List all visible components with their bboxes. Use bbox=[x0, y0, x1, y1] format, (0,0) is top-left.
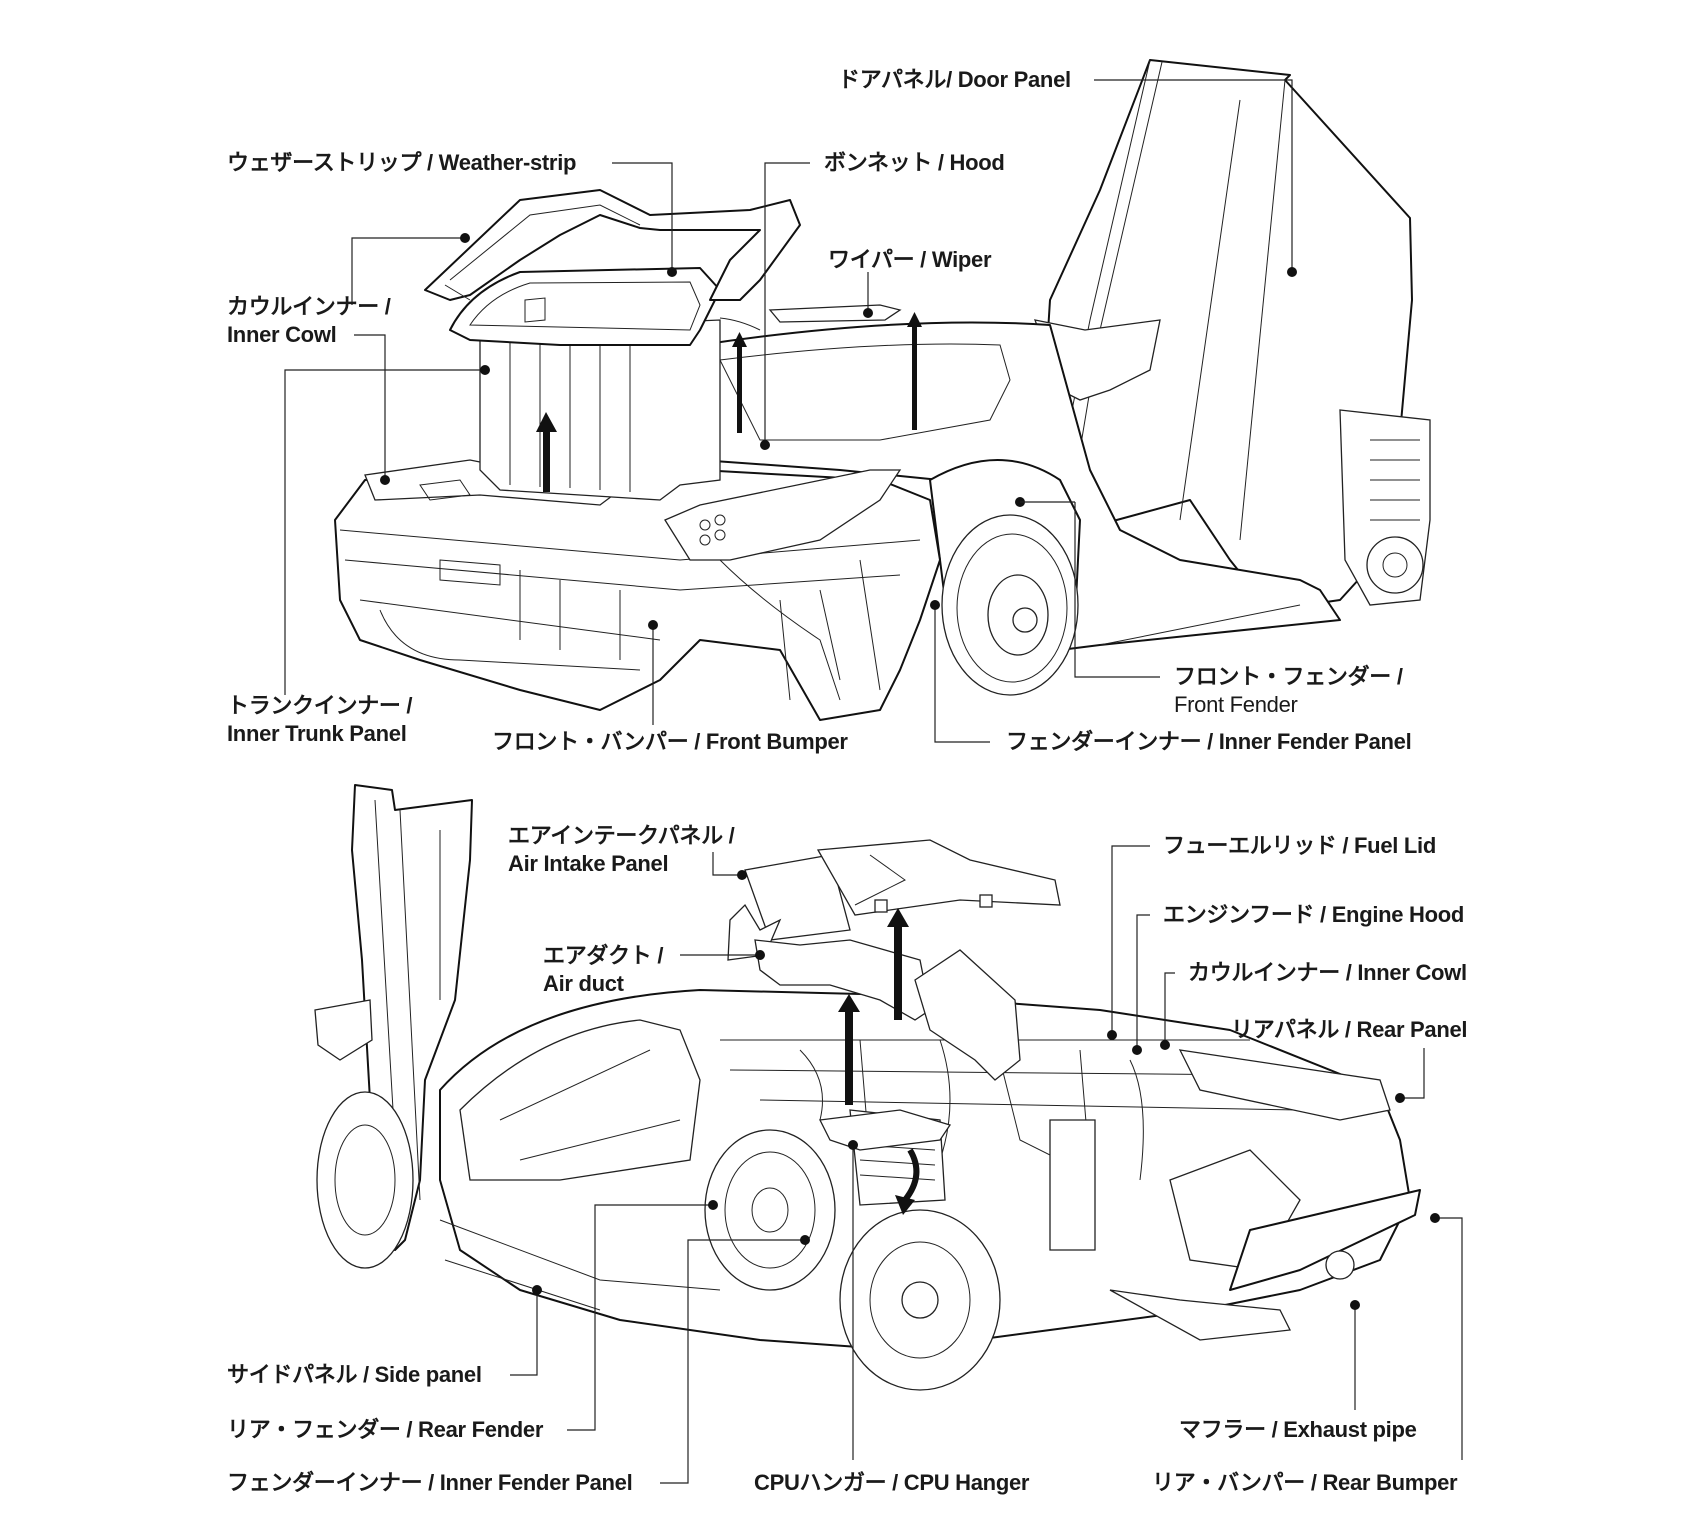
label-sep: / bbox=[1339, 960, 1358, 985]
label-cpu-hanger: CPUハンガー / CPU Hanger bbox=[754, 1469, 1029, 1497]
label-sep: / bbox=[357, 1362, 375, 1387]
label-inner-fender-panel-upper: フェンダーインナー / Inner Fender Panel bbox=[1006, 728, 1412, 756]
label-en: Engine Hood bbox=[1331, 902, 1465, 927]
label-sep: / bbox=[1314, 902, 1332, 927]
label-ja: フロント・フェンダー bbox=[1174, 664, 1392, 689]
label-rear-bumper: リア・バンパー / Rear Bumper bbox=[1152, 1469, 1458, 1497]
label-ja: フェンダーインナー bbox=[1006, 729, 1202, 754]
label-sep: / bbox=[400, 1417, 419, 1442]
label-sep: / bbox=[421, 150, 439, 175]
label-en: Rear Bumper bbox=[1322, 1470, 1458, 1495]
leader-lines bbox=[284, 79, 1463, 1484]
label-ja: カウルインナー bbox=[227, 294, 379, 319]
label-ja: エアダクト bbox=[543, 943, 652, 968]
label-exhaust-pipe: マフラー / Exhaust pipe bbox=[1179, 1416, 1417, 1444]
label-en: Weather-strip bbox=[438, 150, 577, 175]
label-rear-fender: リア・フェンダー / Rear Fender bbox=[227, 1416, 543, 1444]
label-en: Front Fender bbox=[1174, 692, 1298, 717]
label-ja: ウェザーストリップ bbox=[227, 150, 422, 175]
label-ja: カウルインナー bbox=[1188, 960, 1340, 985]
label-en: Front Bumper bbox=[705, 729, 848, 754]
label-ja: リアパネル bbox=[1231, 1017, 1340, 1042]
label-en: Rear Fender bbox=[418, 1417, 544, 1442]
label-inner-trunk-panel: トランクインナー / Inner Trunk Panel bbox=[227, 692, 413, 748]
label-ja: フューエルリッド bbox=[1163, 833, 1337, 858]
label-en: Inner Fender Panel bbox=[439, 1470, 633, 1495]
label-ja: リア・フェンダー bbox=[227, 1417, 401, 1442]
label-en: Inner Fender Panel bbox=[1218, 729, 1412, 754]
label-sep: / bbox=[688, 729, 706, 754]
label-weather-strip: ウェザーストリップ / Weather-strip bbox=[227, 149, 576, 177]
label-ja: ドアパネル bbox=[838, 67, 947, 92]
label-hood: ボンネット / Hood bbox=[824, 149, 1005, 177]
lower-car-illustration bbox=[314, 784, 1421, 1391]
label-en: Rear Panel bbox=[1356, 1017, 1468, 1042]
label-en: Exhaust pipe bbox=[1283, 1417, 1417, 1442]
label-inner-cowl-lower: カウルインナー / Inner Cowl bbox=[1188, 959, 1467, 987]
label-en: Fuel Lid bbox=[1354, 833, 1436, 858]
removal-arrows-lower bbox=[838, 908, 920, 1215]
label-front-fender: フロント・フェンダー / Front Fender bbox=[1174, 663, 1403, 719]
label-sep: / bbox=[651, 943, 664, 968]
label-ja: マフラー bbox=[1179, 1417, 1266, 1442]
label-ja: リア・バンパー bbox=[1152, 1470, 1306, 1495]
label-door-panel: ドアパネル/ Door Panel bbox=[838, 66, 1071, 94]
label-en: Inner Cowl bbox=[227, 322, 337, 347]
label-sep: / bbox=[422, 1470, 440, 1495]
label-en: Inner Trunk Panel bbox=[227, 721, 407, 746]
label-air-intake-panel: エアインテークパネル / Air Intake Panel bbox=[508, 822, 735, 878]
label-en: Air duct bbox=[543, 971, 624, 996]
label-ja: フェンダーインナー bbox=[227, 1470, 423, 1495]
label-sep: / bbox=[932, 150, 950, 175]
label-sep: / bbox=[400, 693, 413, 718]
label-sep: / bbox=[1391, 664, 1403, 689]
label-en: Side panel bbox=[374, 1362, 482, 1387]
label-fuel-lid: フューエルリッド / Fuel Lid bbox=[1163, 832, 1436, 860]
label-ja: エンジンフード bbox=[1163, 902, 1315, 927]
label-ja: サイドパネル bbox=[227, 1362, 358, 1387]
label-inner-fender-panel-lower: フェンダーインナー / Inner Fender Panel bbox=[227, 1469, 633, 1497]
label-sep: / bbox=[1305, 1470, 1323, 1495]
label-sep: / bbox=[1265, 1417, 1284, 1442]
label-engine-hood: エンジンフード / Engine Hood bbox=[1163, 901, 1464, 929]
label-sep: / bbox=[946, 67, 958, 92]
label-sep: / bbox=[886, 1470, 904, 1495]
label-en: Hood bbox=[949, 150, 1005, 175]
label-front-bumper: フロント・バンパー / Front Bumper bbox=[492, 728, 848, 756]
label-inner-cowl-upper: カウルインナー / Inner Cowl bbox=[227, 293, 391, 349]
label-en: Inner Cowl bbox=[1357, 960, 1467, 985]
label-rear-panel: リアパネル / Rear Panel bbox=[1231, 1016, 1468, 1044]
label-wiper: ワイパー / Wiper bbox=[828, 246, 992, 274]
label-air-duct: エアダクト / Air duct bbox=[543, 942, 663, 998]
upper-car-illustration bbox=[334, 59, 1431, 721]
label-sep: / bbox=[1339, 1017, 1357, 1042]
label-ja: トランクインナー bbox=[227, 693, 401, 718]
label-ja: フロント・バンパー bbox=[492, 729, 689, 754]
label-en: CPU Hanger bbox=[903, 1470, 1030, 1495]
label-ja: ワイパー bbox=[828, 247, 915, 272]
label-sep: / bbox=[1201, 729, 1219, 754]
label-en: Air Intake Panel bbox=[508, 851, 669, 876]
label-sep: / bbox=[378, 294, 391, 319]
label-en: Wiper bbox=[931, 247, 992, 272]
label-sep: / bbox=[914, 247, 932, 272]
label-side-panel: サイドパネル / Side panel bbox=[227, 1361, 482, 1389]
label-sep: / bbox=[722, 823, 735, 848]
label-ja: CPUハンガー bbox=[754, 1470, 887, 1495]
removal-arrows-upper bbox=[536, 312, 922, 492]
label-ja: エアインテークパネル bbox=[508, 823, 723, 848]
label-ja: ボンネット bbox=[824, 150, 933, 175]
label-sep: / bbox=[1336, 833, 1355, 858]
label-en: Door Panel bbox=[957, 67, 1071, 92]
